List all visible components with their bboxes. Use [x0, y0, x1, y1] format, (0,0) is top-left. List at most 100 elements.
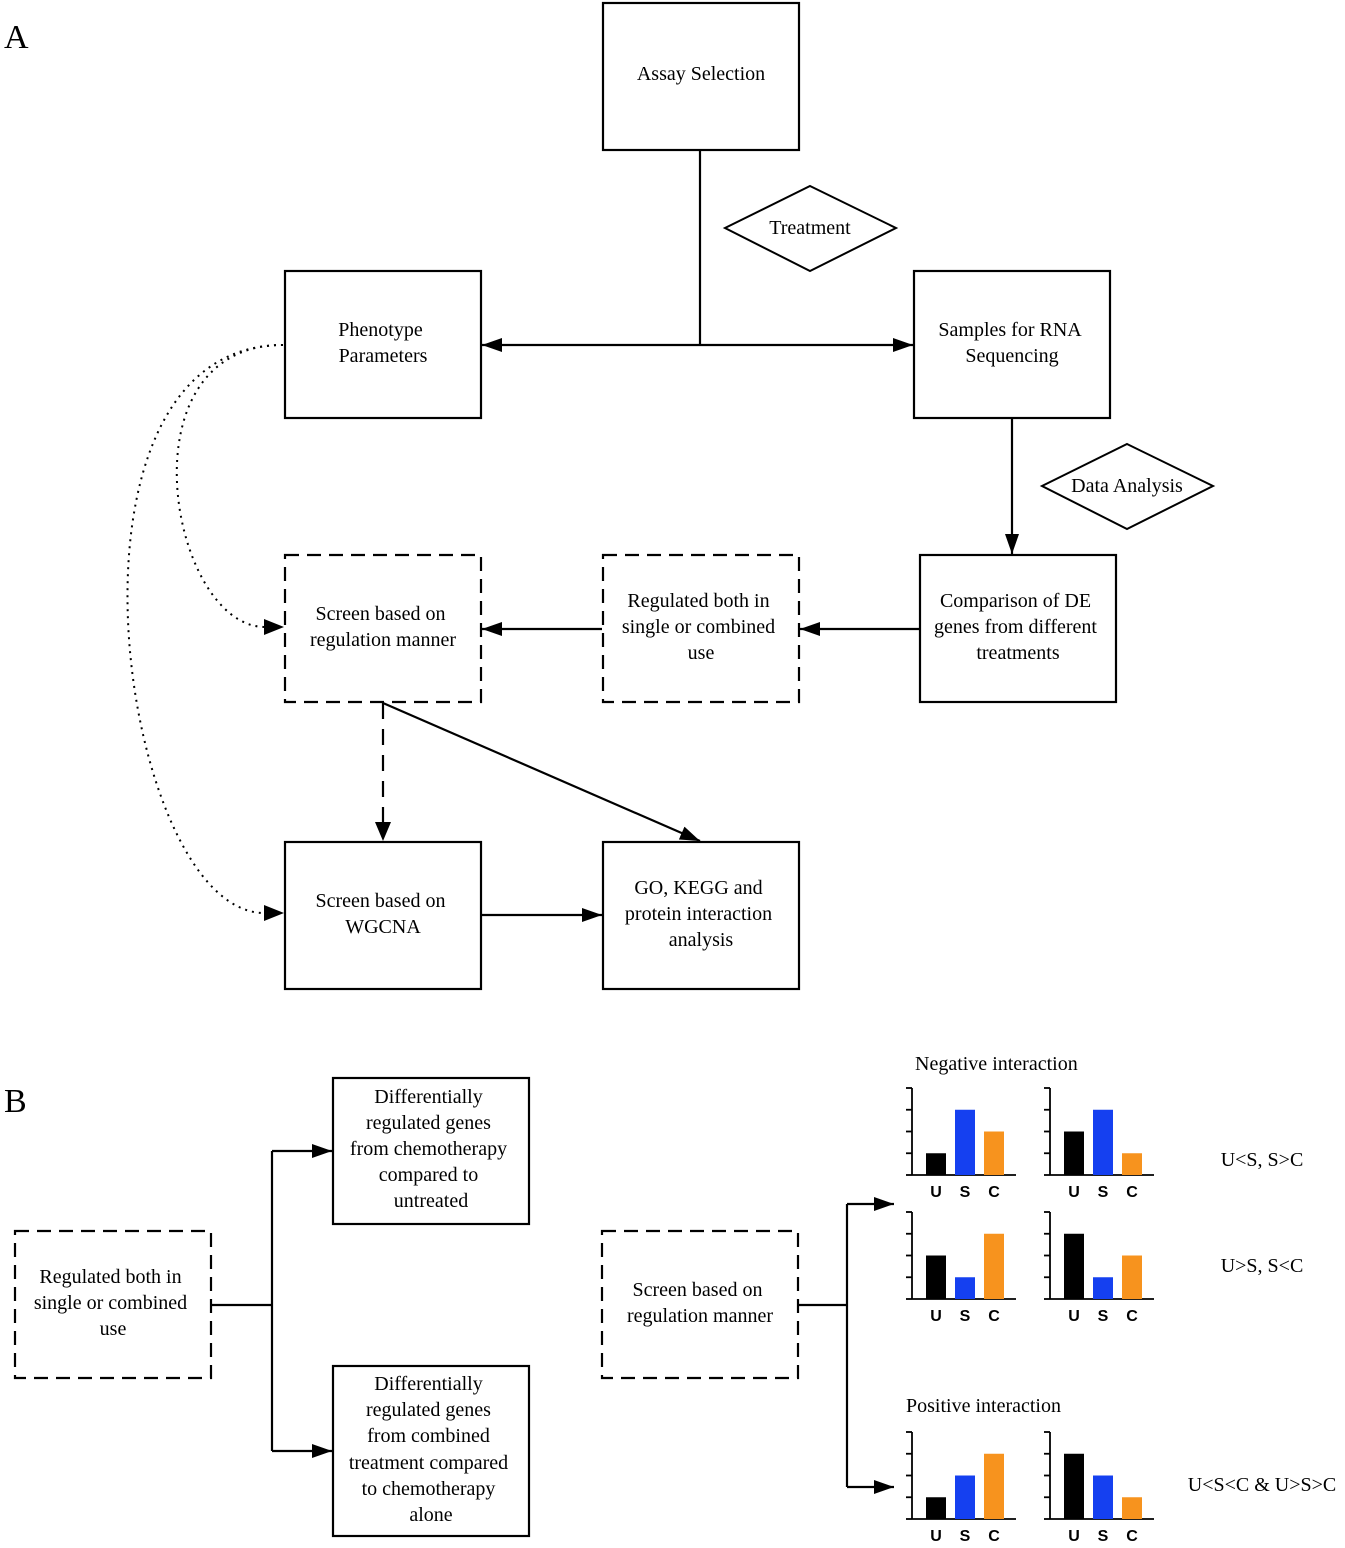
- de-combined-line-5: to chemotherapy: [362, 1478, 496, 1500]
- regulated-b-line-3: use: [100, 1318, 127, 1340]
- screen-reg-a-line-2: regulation manner: [310, 629, 456, 651]
- tick-label-c: C: [988, 1528, 1000, 1545]
- comparison-line-3: treatments: [976, 642, 1060, 664]
- phenotype-line-2: Parameters: [339, 345, 428, 367]
- svg-text:Comparison of DE genes: Comparison of DE genes from different tr…: [934, 590, 1102, 664]
- data-analysis-label: Data Analysis: [1071, 475, 1183, 497]
- tick-label-s: S: [960, 1308, 971, 1325]
- arrow-screen-to-go: [382, 701, 701, 843]
- de-chemo-line-5: untreated: [394, 1190, 468, 1212]
- tick-label-u: U: [930, 1308, 942, 1325]
- de-combined-line-6: alone: [409, 1504, 452, 1526]
- bar-s: [955, 1109, 975, 1175]
- tick-label-u: U: [1068, 1308, 1080, 1325]
- rule-label-1: U<S, S>C: [1221, 1149, 1304, 1171]
- de-combined-line-3: from combined: [367, 1425, 490, 1447]
- comparison-line-1: Comparison of DE: [940, 590, 1091, 612]
- bar-s: [1093, 1277, 1113, 1299]
- panel-label-a: A: [4, 19, 29, 56]
- de-chemo-line-1: Differentially: [374, 1086, 482, 1108]
- bar-u: [1064, 1131, 1084, 1175]
- de-chemo-line-2: regulated genes: [366, 1112, 491, 1134]
- regulated-b-line-1: Regulated both in: [39, 1266, 181, 1288]
- de-chemo-box: Differentially regulated genes from chem…: [331, 1076, 531, 1226]
- data-analysis-diamond: Data Analysis: [1039, 442, 1216, 531]
- bar-c: [1122, 1497, 1142, 1519]
- bar-u: [926, 1497, 946, 1519]
- bar-u: [1064, 1453, 1084, 1519]
- tick-label-u: U: [1068, 1528, 1080, 1545]
- bar-u: [926, 1153, 946, 1175]
- samples-line-1: Samples for RNA: [938, 319, 1082, 341]
- comparison-de-box: Comparison of DE genes from different tr…: [918, 553, 1118, 704]
- tick-label-c: C: [1126, 1308, 1138, 1325]
- panel-a: Assay Selection Treatment Phenotype Para…: [126, 1, 1216, 991]
- svg-text:Screen based on regula: Screen based on regulation manner: [627, 1279, 773, 1327]
- tick-label-s: S: [1098, 1184, 1109, 1201]
- bar-c: [984, 1453, 1004, 1519]
- phenotype-parameters-box: Phenotype Parameters: [283, 269, 483, 420]
- tick-label-c: C: [988, 1308, 1000, 1325]
- regulated-both-box-a: Regulated both in single or combined use: [601, 553, 801, 704]
- svg-text:Differentially regulat: Differentially regulated genes from comb…: [349, 1373, 513, 1526]
- de-combined-box: Differentially regulated genes from comb…: [331, 1364, 531, 1538]
- screen-reg-b-line-1: Screen based on: [633, 1279, 763, 1301]
- tick-label-s: S: [1098, 1528, 1109, 1545]
- bar-s: [955, 1277, 975, 1299]
- svg-text:Screen based on regula: Screen based on regulation manner: [310, 603, 456, 651]
- screen-wgcna-box: Screen based on WGCNA: [283, 840, 483, 991]
- tick-label-s: S: [960, 1184, 971, 1201]
- rule-label-3: U<S<C & U>S>C: [1188, 1474, 1337, 1496]
- svg-text:Differentially regulat: Differentially regulated genes from chem…: [350, 1086, 512, 1212]
- dotted-phenotype-to-wgcna: [126, 344, 284, 914]
- svg-text:Regulated both in sing: Regulated both in single or combined use: [622, 590, 780, 664]
- de-combined-line-1: Differentially: [374, 1373, 482, 1395]
- go-kegg-line-2: protein interaction: [625, 903, 772, 925]
- wgcna-line-1: Screen based on: [316, 890, 446, 912]
- bar-c: [984, 1131, 1004, 1175]
- tick-label-s: S: [1098, 1308, 1109, 1325]
- panel-b: Regulated both in single or combined use…: [13, 1053, 1337, 1545]
- bar-u: [926, 1255, 946, 1299]
- positive-interaction-heading: Positive interaction: [906, 1395, 1061, 1417]
- tick-label-u: U: [1068, 1184, 1080, 1201]
- bar-s: [1093, 1109, 1113, 1175]
- screen-reg-a-line-1: Screen based on: [316, 603, 446, 625]
- regulated-a-line-3: use: [688, 642, 715, 664]
- tick-label-u: U: [930, 1184, 942, 1201]
- bar-c: [1122, 1153, 1142, 1175]
- svg-text:Phenotype Parameters: Phenotype Parameters: [338, 319, 427, 367]
- assay-selection-text: Assay Selection: [637, 63, 765, 85]
- wgcna-line-2: WGCNA: [345, 916, 421, 938]
- bar-s: [1093, 1475, 1113, 1519]
- regulated-b-line-2: single or combined: [34, 1292, 187, 1314]
- de-combined-line-2: regulated genes: [366, 1399, 491, 1421]
- dotted-phenotype-to-screen: [175, 344, 284, 628]
- assay-selection-box: Assay Selection: [601, 1, 801, 152]
- bar-s: [955, 1475, 975, 1519]
- de-chemo-line-3: from chemotherapy: [350, 1138, 507, 1160]
- go-kegg-box: GO, KEGG and protein interaction analysi…: [601, 840, 801, 991]
- negative-interaction-heading: Negative interaction: [915, 1053, 1078, 1075]
- phenotype-line-1: Phenotype: [338, 319, 423, 341]
- svg-text:Screen based on WGCNA: Screen based on WGCNA: [316, 890, 451, 938]
- svg-text:Samples for RNA Sequen: Samples for RNA Sequencing: [938, 319, 1085, 367]
- regulated-a-line-1: Regulated both in: [627, 590, 769, 612]
- tick-label-c: C: [988, 1184, 1000, 1201]
- bar-u: [1064, 1233, 1084, 1299]
- svg-text:Assay Selection: Assay Selection: [637, 63, 765, 85]
- bar-c: [984, 1233, 1004, 1299]
- svg-text:GO, KEGG and protein i: GO, KEGG and protein interaction analysi…: [625, 877, 777, 951]
- svg-text:Regulated both in sing: Regulated both in single or combined use: [34, 1266, 192, 1340]
- screen-regulation-box-b: Screen based on regulation manner: [600, 1229, 800, 1380]
- tick-label-u: U: [930, 1528, 942, 1545]
- comparison-line-2: genes from different: [934, 616, 1097, 638]
- regulated-a-line-2: single or combined: [622, 616, 775, 638]
- tick-label-s: S: [960, 1528, 971, 1545]
